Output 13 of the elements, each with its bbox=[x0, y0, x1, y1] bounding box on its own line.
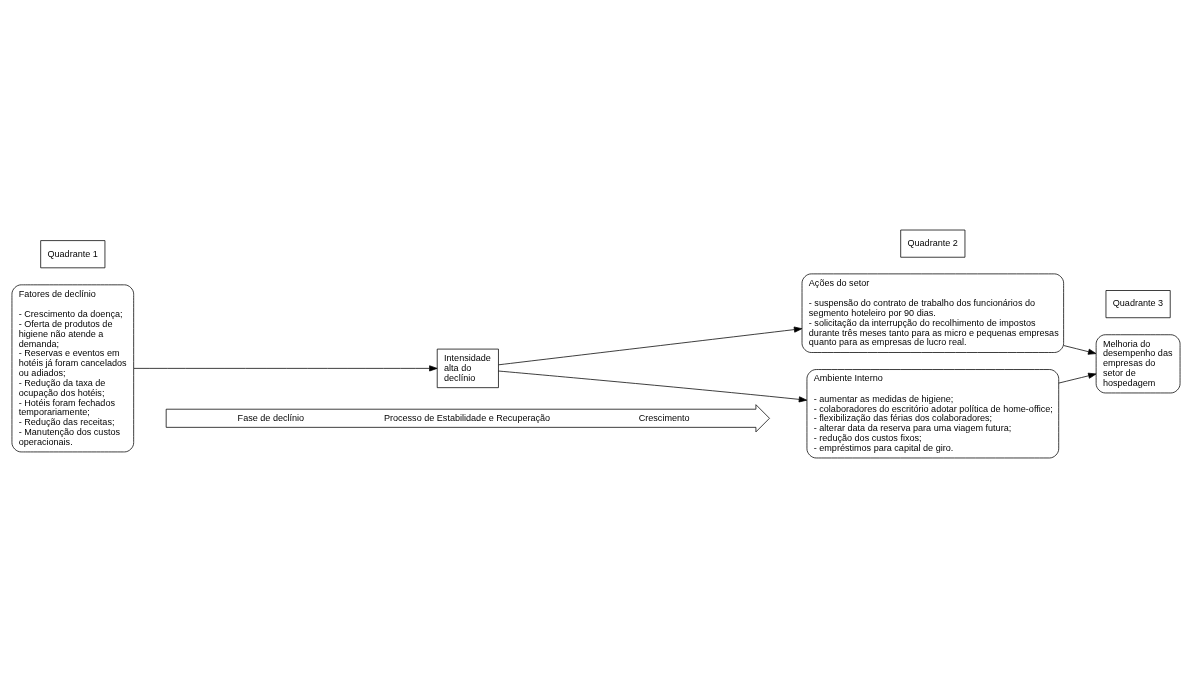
node-box: Intensidade alta do declínio bbox=[436, 348, 499, 389]
arrow bbox=[498, 370, 808, 403]
node-box: Ambiente Interno - aumentar as medidas de higiene; - colaboradores do escritório adotar política de home-office; - flexibilização das férias dos colaboradores; - alterar data da reserva para uma viagem futura; - redução dos custos fixos; - empréstimos para capital de giro. bbox=[806, 369, 1060, 459]
node-box: Melhoria do desempenho das empresas do setor de hospedagem bbox=[1095, 334, 1181, 394]
node-box: Quadrante 3 bbox=[1105, 290, 1171, 319]
arrow bbox=[1063, 345, 1097, 355]
arrow bbox=[1058, 372, 1097, 384]
node-box: Quadrante 2 bbox=[900, 229, 966, 258]
arrow bbox=[498, 326, 803, 366]
node-box: Quadrante 1 bbox=[40, 240, 106, 269]
node-box: Fatores de declínio - Crescimento da doença; - Oferta de produtos de higiene não atende a demanda; - Reservas e eventos em hotéis já foram cancelados ou adiados; - Redução da taxa de ocupação dos hotéis; - Hotéis foram fechados temporariamente; - Redução das receitas; - Manutenção dos custos operacionais. bbox=[11, 284, 135, 453]
arrow bbox=[133, 365, 438, 372]
node-box: Ações do setor - suspensão do contrato de trabalho dos funcionários do segmento hoteleiro por 90 dias. - solicitação da interrupção do recolhimento de impostos durante três meses tanto para as micro e pequenas empresas quanto para as empresas de lucro real. bbox=[801, 273, 1064, 353]
